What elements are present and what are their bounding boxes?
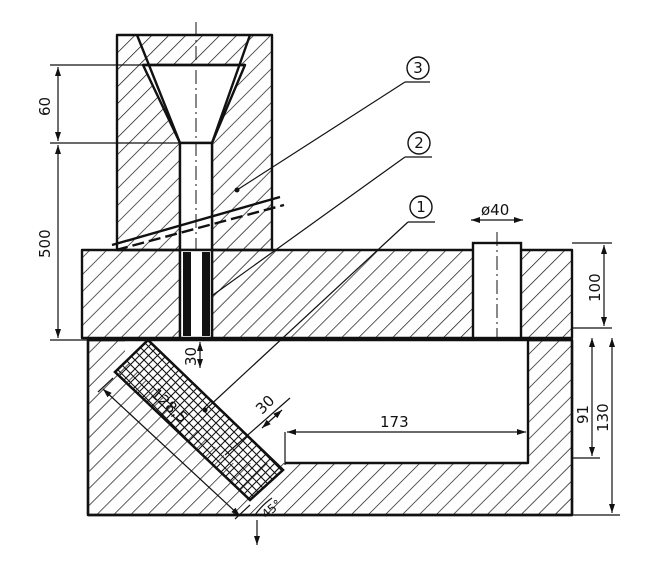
dim-riser-diameter: ø40 <box>481 201 509 219</box>
callout-2: 2 <box>407 131 431 155</box>
dim-base-thickness: 100 <box>586 273 604 302</box>
callout-leaders <box>202 81 435 413</box>
dim-chill-offset: 30 <box>182 347 200 366</box>
callout-1-label: 1 <box>416 198 426 216</box>
dim-sprue-length: 500 <box>36 229 54 258</box>
dim-cavity-length: 173 <box>380 413 409 431</box>
dim-funnel-height: 60 <box>36 97 54 116</box>
dim-cavity-depth: 91 <box>574 405 592 424</box>
dim-right-height: 130 <box>594 403 612 432</box>
cope-plate <box>80 232 574 380</box>
callout-3-label: 3 <box>413 59 423 77</box>
callout-1: 1 <box>409 195 433 219</box>
dimension-lines <box>50 64 620 545</box>
callout-2-label: 2 <box>414 134 424 152</box>
callout-3: 3 <box>406 56 430 80</box>
